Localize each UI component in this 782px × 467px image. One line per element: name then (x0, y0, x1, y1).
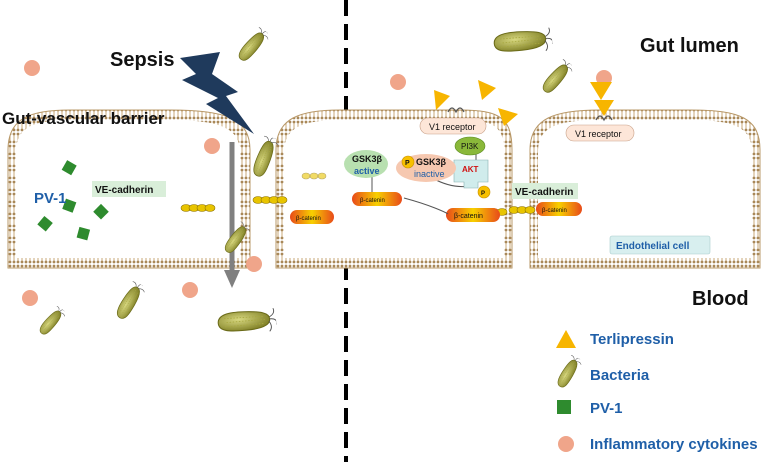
v1-receptor-label-right: V1 receptor (575, 129, 622, 139)
legend-label-pv1: PV-1 (590, 400, 623, 417)
terlipressin-molecules (434, 80, 614, 126)
ve-cadherin-box-right (512, 183, 578, 199)
legend-label-bacteria: Bacteria (590, 367, 650, 384)
v1-receptor-label-left: V1 receptor (429, 122, 476, 132)
akt-phospho-dot (477, 185, 491, 199)
akt-label: AKT (462, 165, 479, 174)
cytokine-circle-icon (390, 74, 406, 90)
bacteria-icon (554, 353, 584, 391)
terlipressin-triangle-icon (590, 82, 612, 100)
endothelial-cell-label: Endothelial cell (616, 241, 690, 252)
bacteria-icon (113, 279, 148, 323)
pv1-square-icon (557, 400, 571, 414)
beta-catenin-shapes (290, 192, 582, 224)
terlipressin-triangle-icon (478, 80, 496, 100)
lightning-bolt-icon (180, 52, 254, 134)
gut-vascular-barrier-label: Gut-vascular barrier (2, 109, 165, 128)
pi3k-blob (454, 136, 486, 156)
terlipressin-triangle-icon (594, 100, 614, 116)
bacteria-icon (36, 304, 68, 338)
pv1-cell-label: PV-1 (34, 190, 67, 207)
legend-label-terlipressin: Terlipressin (590, 331, 674, 348)
pv1-square-icon (76, 226, 91, 241)
beta-catenin-blob (446, 208, 500, 222)
gsk3b-phospho-label: P (405, 160, 410, 167)
ve-cadherin-label-left: VE-cadherin (95, 185, 153, 196)
beta-catenin-label-2: β-catenin (360, 198, 385, 204)
bacteria-icon (492, 26, 554, 57)
cytokine-circle-icon (182, 282, 198, 298)
right-endothelial-cell (529, 109, 761, 269)
beta-catenin-blob (352, 192, 402, 206)
akt-phospho-label: P (481, 191, 485, 197)
pi3k-label: PI3K (461, 142, 479, 151)
middle-endothelial-cell (275, 109, 513, 269)
gsk3b-active-state: active (354, 166, 380, 176)
gut-lumen-label: Gut lumen (640, 35, 739, 57)
gsk3b-inactive-name: GSK3β (416, 157, 447, 167)
beta-catenin-label-3: β-catenin (454, 213, 483, 220)
gsk3b-active-name: GSK3β (352, 154, 383, 164)
cytokine-circle-icon (558, 436, 574, 452)
gsk3b-phospho-dot (401, 155, 415, 169)
bacteria-icon (216, 307, 278, 337)
beta-catenin-blob (290, 210, 334, 224)
blood-label: Blood (692, 288, 749, 310)
v1-receptor-left (419, 107, 487, 135)
bacteria-icon (250, 134, 281, 180)
gsk3b-active-blob (344, 150, 388, 178)
pv1-square-icon (93, 203, 109, 220)
beta-catenin-label-4: β-catenin (542, 208, 567, 214)
pv1-square-icon (61, 160, 77, 176)
beta-catenin-blob (536, 202, 582, 216)
cytokine-circle-icon (22, 290, 38, 306)
pv1-proteins (37, 160, 109, 241)
cytokine-circle-icon (246, 256, 262, 272)
endothelial-cell-box (609, 235, 711, 255)
v1-receptor-right (565, 115, 635, 142)
ve-cadherin-box-left (92, 181, 166, 197)
pv1-square-icon (62, 198, 77, 213)
akt-blob (453, 159, 489, 189)
pv1-square-icon (37, 215, 53, 232)
terlipressin-triangle-icon (498, 108, 518, 126)
gsk3b-inactive-state: inactive (414, 169, 445, 179)
legend-label-cytokines: Inflammatory cytokines (590, 436, 758, 453)
cytokines (22, 60, 612, 306)
cytokine-circle-icon (24, 60, 40, 76)
beta-catenin-label-1: β-catenin (296, 216, 321, 222)
sepsis-label: Sepsis (110, 49, 174, 71)
leak-arrow-head (224, 270, 240, 288)
legend: Terlipressin Bacteria PV-1 Inflammatory … (554, 330, 758, 453)
bacteria-icon (235, 25, 272, 65)
terlipressin-triangle-icon (556, 330, 576, 348)
cytokine-circle-icon (204, 138, 220, 154)
ve-cadherin-label-right: VE-cadherin (515, 187, 573, 198)
ve-cadherin-junctions (180, 172, 536, 216)
bacteria-icon (539, 57, 576, 97)
terlipressin-triangle-icon (434, 90, 450, 110)
